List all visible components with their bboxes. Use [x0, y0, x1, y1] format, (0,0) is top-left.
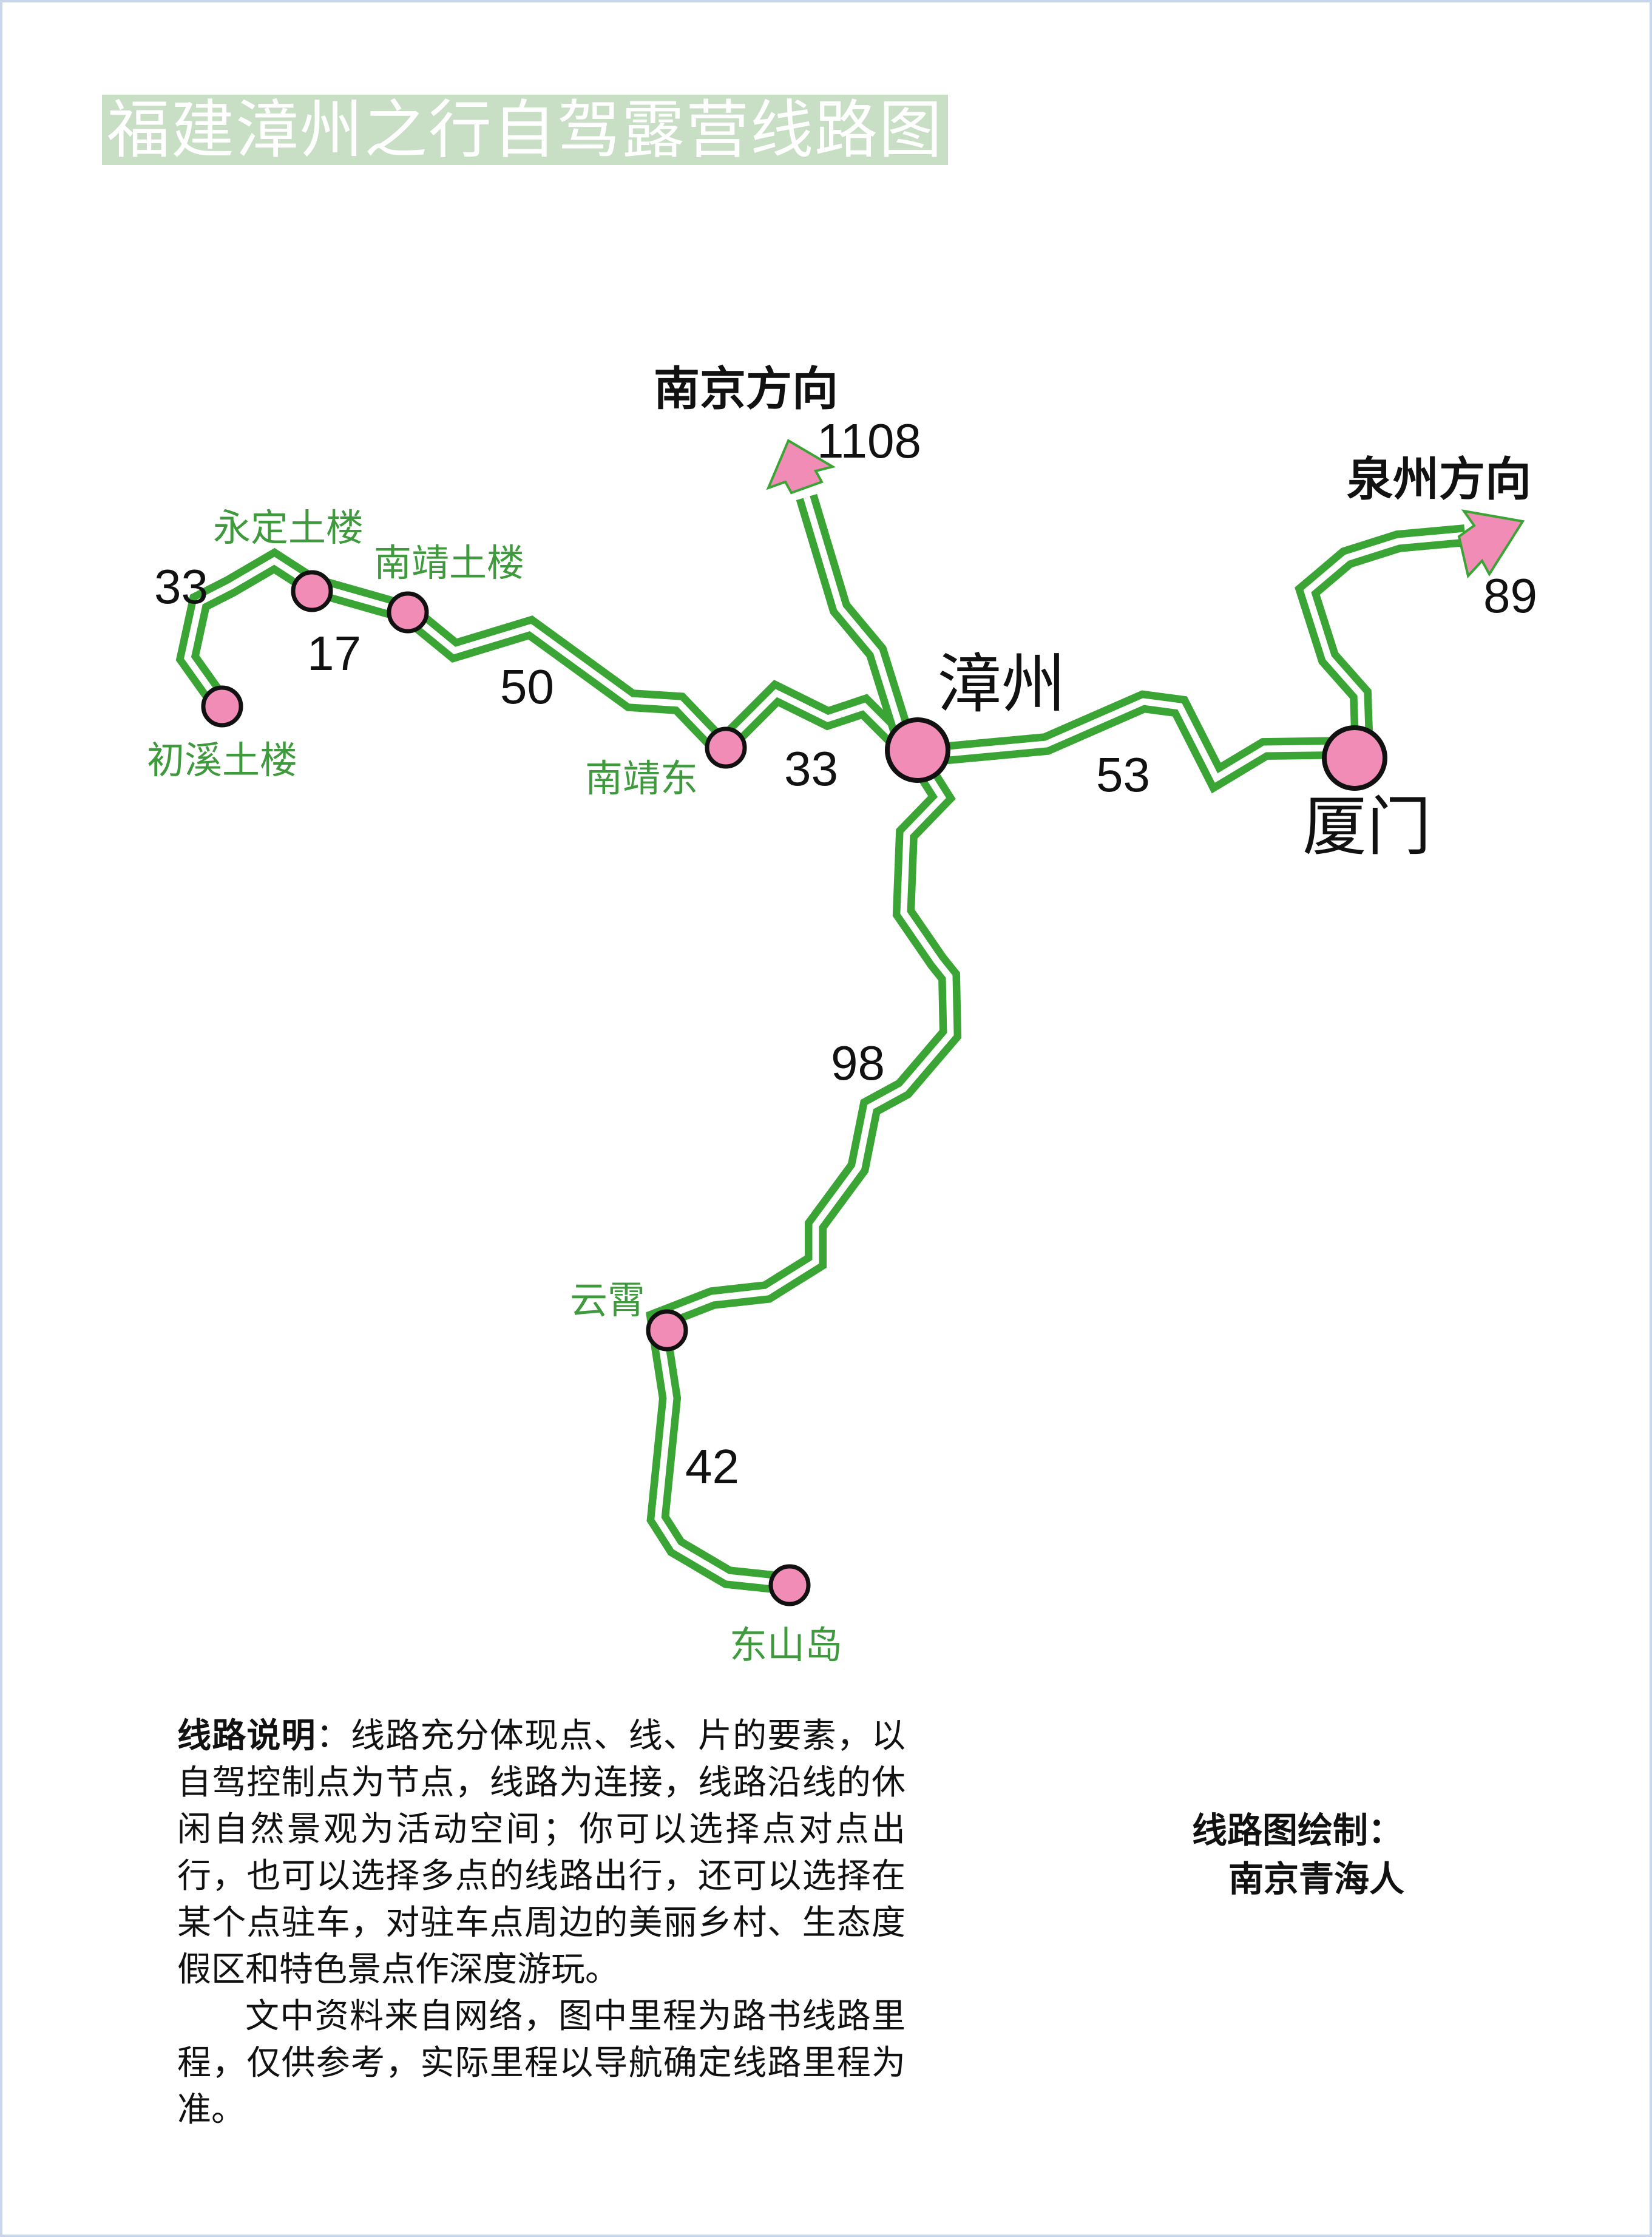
route-description: 线路说明：线路充分体现点、线、片的要素，以自驾控制点为节点，线路为连接，线路沿线… [177, 1713, 906, 2133]
distance-yunxiao-dongshan: 42 [685, 1440, 739, 1494]
quanzhou-direction-arrow-icon [1457, 509, 1525, 579]
distance-zhangzhou-yunxiao: 98 [831, 1036, 885, 1090]
quanzhou-direction-label: 泉州方向 [1347, 452, 1531, 506]
description-note: 文中资料来自网络，图中里程为路书线路里程，仅供参考，实际里程以导航确定线路里程为… [177, 1997, 906, 2130]
label-chuxi: 初溪土楼 [147, 738, 297, 782]
route-south [646, 755, 962, 1594]
label-nanjing-east: 南靖东 [585, 756, 698, 800]
route-quanzhou [1295, 524, 1466, 731]
description-lead: 线路说明 [177, 1716, 316, 1756]
credit-block: 线路图绘制： 南京青海人 [1192, 1806, 1404, 1903]
label-nanjing-tulou: 南靖土楼 [374, 541, 524, 585]
distance-yongding-nanjing-tulou: 17 [307, 626, 361, 680]
distance-chuxi-yongding: 33 [154, 560, 208, 614]
route-east [915, 690, 1355, 794]
node-xiamen[interactable] [1322, 725, 1387, 791]
label-zhangzhou: 漳州 [937, 647, 1066, 722]
route-north [796, 493, 918, 753]
node-zhangzhou[interactable] [885, 717, 950, 783]
label-xiamen: 厦门 [1302, 790, 1431, 864]
node-yunxiao[interactable] [646, 1309, 688, 1352]
node-yongding[interactable] [291, 570, 333, 612]
distance-zhangzhou-xiamen: 53 [1096, 748, 1150, 802]
credit-label: 线路图绘制： [1192, 1810, 1404, 1851]
nanjing-direction-distance: 1108 [817, 414, 921, 468]
node-chuxi[interactable] [201, 685, 243, 728]
route-map: 南京方向 1108 泉州方向 89 漳州 厦门 永定土楼 南靖土楼 初溪土楼 南… [147, 362, 1537, 1667]
route-west [175, 547, 913, 763]
node-dongshan[interactable] [768, 1564, 811, 1606]
route-lines [175, 493, 1466, 1594]
quanzhou-direction-distance: 89 [1483, 569, 1537, 623]
node-nanjing-east[interactable] [705, 726, 747, 769]
credit-name: 南京青海人 [1228, 1858, 1405, 1900]
distance-nanjing-east-zhangzhou: 33 [784, 742, 838, 796]
nanjing-direction-label: 南京方向 [654, 362, 838, 416]
description-paragraph: 线路说明：线路充分体现点、线、片的要素，以自驾控制点为节点，线路为连接，线路沿线… [177, 1713, 906, 1993]
description-body: ：线路充分体现点、线、片的要素，以自驾控制点为节点，线路为连接，线路沿线的休闲自… [177, 1716, 906, 1989]
map-title: 福建漳州之行自驾露营线路图 [102, 95, 949, 165]
distance-nanjing-tulou-nanjing-east: 50 [500, 660, 554, 714]
label-yunxiao: 云霄 [570, 1278, 645, 1322]
map-nodes [201, 570, 1387, 1606]
nanjing-direction-arrow-icon [766, 439, 836, 495]
node-nanjing-tulou[interactable] [387, 591, 429, 634]
label-dongshan: 东山岛 [730, 1623, 842, 1667]
label-yongding: 永定土楼 [213, 506, 364, 550]
